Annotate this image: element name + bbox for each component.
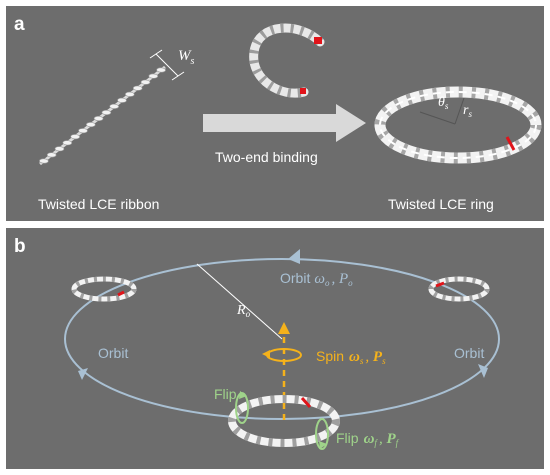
orbit-arrow-left [78, 368, 88, 380]
ring-top-right [428, 276, 490, 302]
orbit-path [64, 258, 500, 420]
ring-theta-symbol: θs [438, 95, 449, 111]
ribbon-twist-segment [117, 97, 127, 103]
panel-b-label: b [14, 236, 26, 257]
ribbon-twist-segment [109, 103, 119, 109]
panel-a-label: a [14, 14, 25, 35]
ribbon-twist-segment [39, 158, 49, 164]
orbit-arrow-right [478, 364, 488, 378]
ring-top-left [71, 276, 137, 302]
binding-arrow [203, 104, 366, 142]
orbit-radius-line [196, 263, 283, 340]
panel-a-background [6, 6, 544, 221]
binding-label: Two-end binding [215, 149, 318, 165]
flip-indicator-left [235, 391, 249, 424]
curled-ribbon [249, 23, 325, 98]
ring-radius-line [454, 97, 465, 125]
ribbon-width-symbol: Ws [178, 48, 195, 67]
orbit-arrow-top [288, 249, 300, 264]
curled-ribbon-red-mark-bottom [300, 88, 306, 94]
twisted-ribbon [39, 65, 166, 166]
ribbon-twist-segment [46, 152, 57, 158]
flip-left-label: Flip [214, 386, 237, 402]
ribbon-twist-segment [148, 73, 159, 79]
panel-b-background [6, 228, 544, 469]
ribbon-twist-segment [93, 115, 104, 122]
ribbon-twist-segment [132, 85, 143, 91]
ribbon-twist-segment [86, 122, 96, 128]
ring-angle-line [419, 111, 456, 125]
caption-twisted-ribbon: Twisted LCE ribbon [38, 196, 159, 212]
ribbon-twist-segment [62, 140, 73, 146]
orbit-right-label: Orbit [454, 345, 484, 361]
ribbon-twist-segment [54, 146, 65, 152]
curled-ribbon-red-mark-top [314, 37, 322, 44]
ribbon-twist-segment [125, 91, 135, 97]
flip-indicator-right [315, 418, 329, 450]
main-ring-red-mark [300, 397, 312, 408]
ribbon-twist-segment [101, 109, 112, 116]
orbit-left-label: Orbit [98, 345, 128, 361]
ribbon-twist-segment [140, 79, 151, 85]
caption-twisted-ring: Twisted LCE ring [388, 196, 494, 212]
spin-axis-arrowhead [278, 322, 290, 334]
main-ring [228, 395, 340, 447]
twisted-ring [374, 86, 542, 164]
ribbon-twist-segment [156, 67, 166, 73]
ring-radius-symbol: rs [463, 103, 472, 119]
ring-red-mark [505, 136, 516, 151]
ribbon-width-indicator [149, 49, 185, 81]
spin-indicator [262, 348, 302, 362]
ribbon-twist-segment [78, 128, 88, 134]
ribbon-twist-segment [70, 134, 80, 140]
orbit-radius-symbol: Ro [236, 303, 251, 319]
